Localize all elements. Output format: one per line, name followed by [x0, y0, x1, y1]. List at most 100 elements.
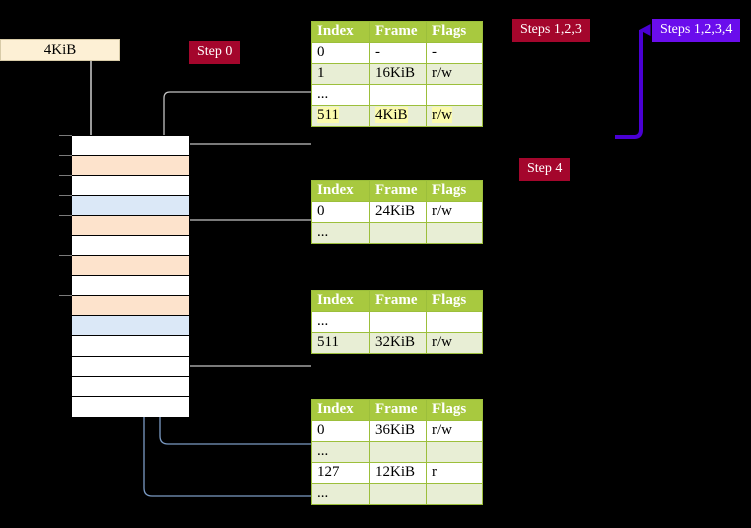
table-cell: 0 — [311, 201, 370, 223]
badge-steps-123: Steps 1,2,3 — [512, 19, 590, 42]
memory-frame-tick — [59, 255, 72, 257]
table-cell: 0 — [311, 42, 370, 64]
memory-frame-row — [72, 336, 189, 357]
page-box-label: 4KiB — [43, 41, 77, 58]
table-cell: 36KiB — [369, 420, 427, 442]
table-cell — [426, 222, 483, 244]
column-header-flags: Flags — [426, 290, 483, 312]
table-cell: 4KiB — [369, 105, 427, 127]
table-cell: 24KiB — [369, 201, 427, 223]
highlighted-value: 4KiB — [375, 107, 408, 123]
table-cell: r/w — [426, 420, 483, 442]
badge-steps-1234: Steps 1,2,3,4 — [652, 19, 741, 42]
column-header-index: Index — [311, 399, 370, 421]
column-header-index: Index — [311, 180, 370, 202]
table-cell — [369, 311, 427, 333]
memory-frame-row — [72, 216, 189, 237]
table-cell: ... — [311, 483, 370, 505]
memory-frame-row — [72, 396, 189, 417]
column-header-index: Index — [311, 290, 370, 312]
column-header-index: Index — [311, 21, 370, 43]
table-row: 511 4KiB r/w — [311, 105, 483, 127]
table-cell: ... — [311, 222, 370, 244]
steps-bracket-arrow — [615, 24, 651, 139]
memory-frame-tick — [59, 295, 72, 297]
column-header-flags: Flags — [426, 21, 483, 43]
table-cell: ... — [311, 311, 370, 333]
table-cell: 511 — [311, 105, 370, 127]
table-cell: ... — [311, 441, 370, 463]
memory-frame-row — [72, 316, 189, 337]
table-cell: ... — [311, 84, 370, 106]
memory-frame-tick — [59, 175, 72, 177]
connector-table2-row511 — [179, 314, 311, 367]
table-cell — [369, 222, 427, 244]
table-row: ... — [311, 483, 483, 505]
table-cell — [426, 84, 483, 106]
column-header-frame: Frame — [369, 290, 427, 312]
table-cell: 16KiB — [369, 63, 427, 85]
table-cell — [369, 441, 427, 463]
table-cell: - — [369, 42, 427, 64]
table-cell — [426, 483, 483, 505]
column-header-frame: Frame — [369, 180, 427, 202]
table-cell: 32KiB — [369, 332, 427, 354]
table-row: ... — [311, 311, 483, 333]
badge-step-0: Step 0 — [189, 41, 241, 64]
table-cell: r/w — [426, 332, 483, 354]
table-cell: r/w — [426, 63, 483, 85]
table-cell — [426, 441, 483, 463]
memory-frame-row — [72, 256, 189, 277]
table-row: ... — [311, 84, 483, 106]
memory-frame-row — [72, 176, 189, 197]
table-row: 0-- — [311, 42, 483, 64]
table-cell: 12KiB — [369, 462, 427, 484]
physical-memory-column — [71, 135, 190, 417]
memory-frame-row — [72, 196, 189, 217]
memory-frame-row — [72, 276, 189, 297]
highlighted-value: 511 — [317, 107, 339, 123]
table-cell — [369, 483, 427, 505]
table-cell — [426, 311, 483, 333]
memory-frame-row — [72, 376, 189, 397]
table-cell: - — [426, 42, 483, 64]
table-cell — [369, 84, 427, 106]
memory-frame-row — [72, 296, 189, 317]
connector-table1-row0 — [182, 219, 311, 256]
table-cell: r/w — [426, 105, 483, 127]
table-row: ... — [311, 441, 483, 463]
badge-step-4: Step 4 — [519, 158, 571, 181]
memory-frame-tick — [59, 195, 72, 197]
table-cell: 0 — [311, 420, 370, 442]
memory-frame-row — [72, 156, 189, 177]
column-header-flags: Flags — [426, 180, 483, 202]
table-cell: r — [426, 462, 483, 484]
memory-frame-row — [72, 236, 189, 257]
column-header-flags: Flags — [426, 399, 483, 421]
table-row: ... — [311, 222, 483, 244]
column-header-frame: Frame — [369, 399, 427, 421]
memory-frame-tick — [59, 135, 72, 136]
memory-frame-row — [72, 136, 189, 157]
column-header-frame: Frame — [369, 21, 427, 43]
table-cell: 1 — [311, 63, 370, 85]
table-cell: r/w — [426, 201, 483, 223]
table-cell: 127 — [311, 462, 370, 484]
page-box-4kib: 4KiB — [0, 39, 120, 61]
highlighted-value: r/w — [432, 107, 452, 123]
connector-table0-row511 — [175, 143, 311, 160]
memory-frame-tick — [59, 155, 72, 157]
table-cell: 511 — [311, 332, 370, 354]
